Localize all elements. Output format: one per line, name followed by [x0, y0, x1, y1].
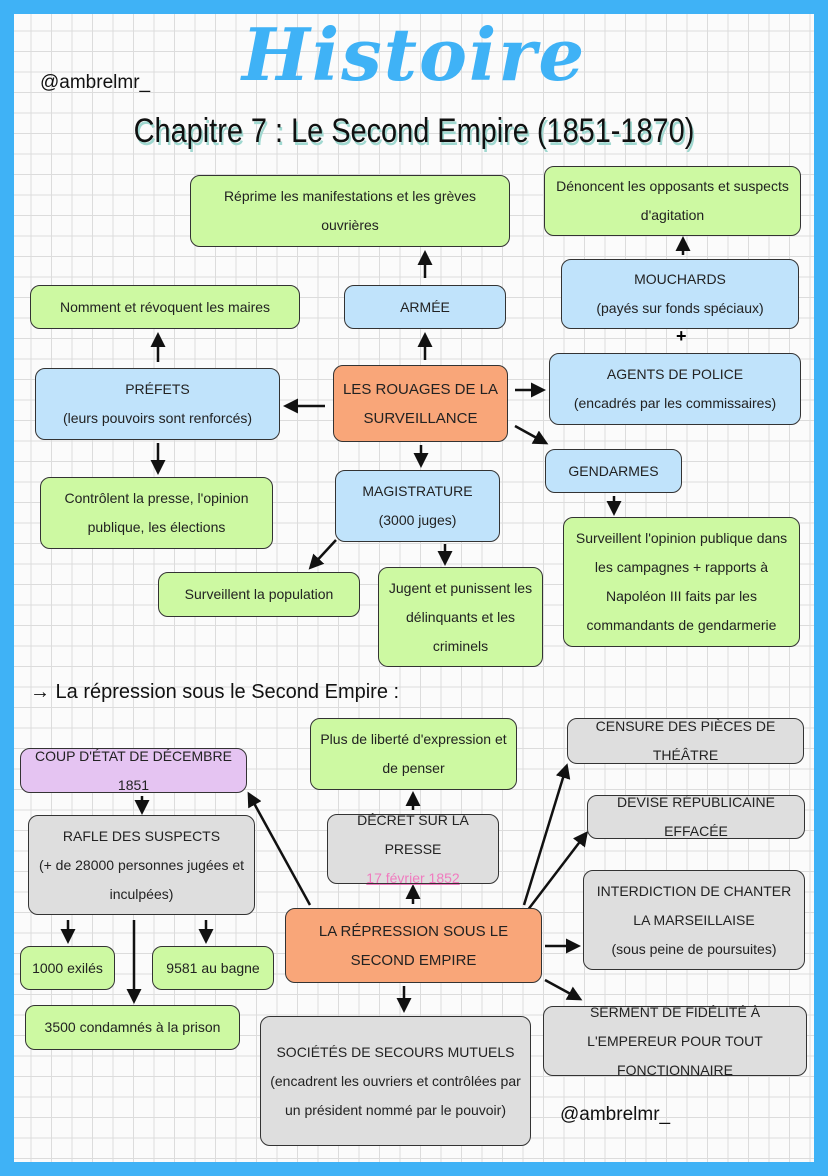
armee-role: Réprime les manifestations et les grèves… [190, 175, 510, 247]
repression-center: LA RÉPRESSION SOUS LE SECOND EMPIRE [285, 908, 542, 983]
prison-box: 3500 condamnés à la prison [25, 1005, 240, 1050]
gendarmes-box: GENDARMES [545, 449, 682, 493]
mouchards-role: Dénoncent les opposants et suspects d'ag… [544, 166, 801, 236]
rafle-box: RAFLE DES SUSPECTS(+ de 28000 personnes … [28, 815, 255, 915]
prefets-role-2: Contrôlent la presse, l'opinion publique… [40, 477, 273, 549]
armee-box: ARMÉE [344, 285, 506, 329]
prefets-role-1: Nomment et révoquent les maires [30, 285, 300, 329]
surveillance-center: LES ROUAGES DE LA SURVEILLANCE [333, 365, 508, 442]
bagne-box: 9581 au bagne [152, 946, 274, 990]
serment-box: SERMENT DE FIDÉLITÉ À L'EMPEREUR POUR TO… [543, 1004, 807, 1078]
police-box: AGENTS DE POLICE(encadrés par les commis… [549, 353, 801, 425]
prefets-box: PRÉFETS(leurs pouvoirs sont renforcés) [35, 368, 280, 440]
gendarmes-role: Surveillent l'opinion publique dans les … [563, 517, 800, 647]
interdiction-box: INTERDICTION DE CHANTER LA MARSEILLAISE(… [583, 870, 805, 970]
section-heading: → La répression sous le Second Empire : [30, 681, 400, 703]
arrow [522, 763, 571, 906]
arrow [514, 424, 549, 445]
arrow [247, 791, 312, 906]
footer-handle: @ambrelmr_ [560, 1104, 671, 1125]
magistrature-role-2: Jugent et punissent les délinquants et l… [378, 567, 543, 667]
arrow [544, 978, 583, 1001]
author-handle: @ambrelmr_ [40, 72, 151, 93]
liberte-box: Plus de liberté d'expression et de pense… [310, 718, 517, 790]
mouchards-box: MOUCHARDS(payés sur fonds spéciaux) [561, 259, 799, 329]
decret-date: 17 février 1852 [366, 869, 460, 886]
coup-etat-box: COUP D'ÉTAT DE DÉCEMBRE 1851 [20, 748, 247, 793]
arrow [308, 539, 337, 570]
societes-box: SOCIÉTÉS DE SECOURS MUTUELS(encadrent le… [260, 1016, 531, 1146]
devise-box: DEVISE RÉPUBLICAINE EFFACÉE [587, 794, 805, 839]
chapter-title: Chapitre 7 : Le Second Empire (1851-1870… [133, 112, 695, 150]
title-histoire: Histoire [241, 12, 587, 97]
exiles-box: 1000 exilés [20, 946, 115, 990]
arrow [523, 831, 589, 916]
magistrature-box: MAGISTRATURE(3000 juges) [335, 470, 500, 542]
magistrature-role-1: Surveillent la population [158, 572, 360, 617]
censure-box: CENSURE DES PIÈCES DE THÉÂTRE [567, 718, 804, 764]
plus-sign: + [676, 326, 687, 346]
